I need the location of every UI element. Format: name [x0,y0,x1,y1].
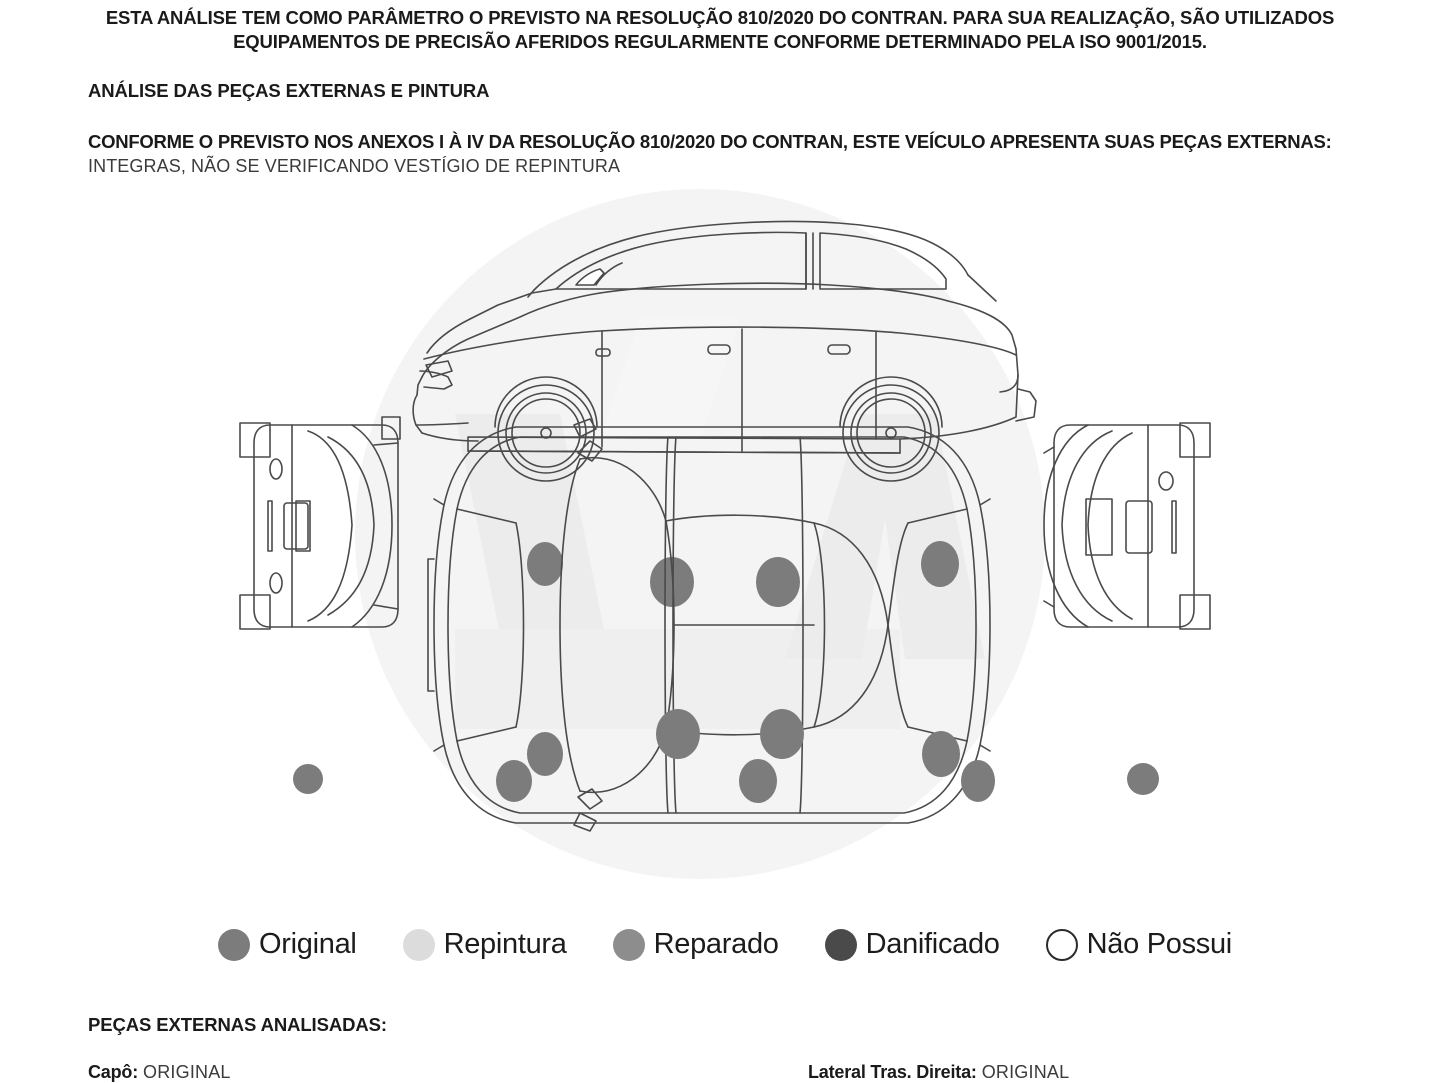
legend-item-danificado: Danificado [824,928,1000,961]
status-legend: Original Repintura Reparado Danificado N… [0,928,1440,961]
part-entry-capo: Capô: ORIGINAL [88,1062,808,1083]
top-view-markers [496,758,995,803]
part-label-lateral-tras-direita: Lateral Tras. Direita: [808,1062,977,1082]
legend-dot-danificado [824,928,857,961]
part-label-capo: Capô: [88,1062,138,1082]
part-value-lateral-tras-direita: ORIGINAL [981,1062,1070,1082]
rear-view [1043,421,1211,630]
side-right-view-markers [527,708,960,777]
top-view [427,417,991,832]
compliance-statement: CONFORME O PREVISTO NOS ANEXOS I À IV DA… [88,131,1332,153]
legend-item-nao-possui: Não Possui [1045,928,1233,961]
parts-analysed-list: Capô: ORIGINAL Lateral Tras. Direita: OR… [88,1062,1388,1083]
part-value-capo: ORIGINAL [143,1062,231,1082]
legend-label-nao-possui: Não Possui [1086,928,1233,960]
legend-dot-reparado [612,928,645,961]
front-view [239,415,401,630]
legend-label-reparado: Reparado [653,928,779,960]
vehicle-damage-diagram [0,188,1440,879]
compliance-statement-value: INTEGRAS, NÃO SE VERIFICANDO VESTÍGIO DE… [88,155,621,176]
side-left-view-markers [527,540,959,607]
legend-dot-repintura [402,928,435,961]
side-left-view [412,220,1037,482]
legend-label-repintura: Repintura [443,928,567,960]
legend-item-original: Original [218,928,357,961]
parts-analysed-heading: PEÇAS EXTERNAS ANALISADAS: [88,1014,387,1035]
rear-view-markers [1127,762,1159,795]
legend-item-repintura: Repintura [402,928,567,961]
car-views-drawing [239,220,1211,832]
legend-label-danificado: Danificado [865,928,1000,960]
legend-dot-original [218,928,251,961]
legend-dot-nao-possui [1045,928,1078,961]
front-view-markers [293,763,323,794]
part-entry-lateral-tras-direita: Lateral Tras. Direita: ORIGINAL [808,1062,1388,1083]
intro-paragraph: ESTA ANÁLISE TEM COMO PARÂMETRO O PREVIS… [105,7,1335,53]
legend-item-reparado: Reparado [612,928,779,961]
legend-label-original: Original [259,928,357,960]
page-title: ANÁLISE DAS PEÇAS EXTERNAS E PINTURA [88,80,490,102]
